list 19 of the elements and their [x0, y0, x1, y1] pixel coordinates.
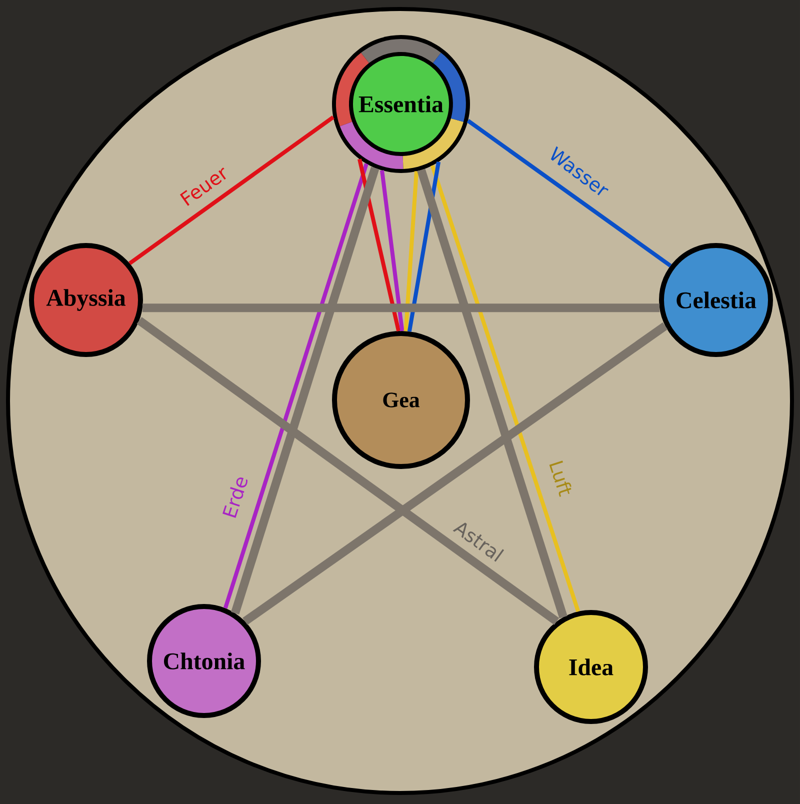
connector-line — [136, 316, 560, 625]
circle-node: Abyssia — [29, 243, 143, 357]
connector-line — [242, 322, 668, 625]
circle-node: Gea — [332, 331, 470, 469]
edge-label: Luft — [549, 460, 572, 497]
connector-line — [358, 158, 401, 332]
edge-label: Erde — [222, 478, 248, 518]
circle-node: Chtonia — [147, 604, 261, 718]
connector-line — [407, 162, 441, 332]
circle-node: Celestia — [659, 243, 773, 357]
connector-line — [417, 168, 568, 618]
connector-line — [430, 164, 580, 612]
connector-line — [128, 116, 334, 265]
circle-node: Essentia — [332, 35, 470, 173]
connector-line — [142, 304, 660, 312]
circle-node: Idea — [534, 610, 648, 724]
connector-line — [380, 170, 404, 332]
connector-line — [466, 119, 672, 268]
connector-line — [404, 171, 419, 332]
